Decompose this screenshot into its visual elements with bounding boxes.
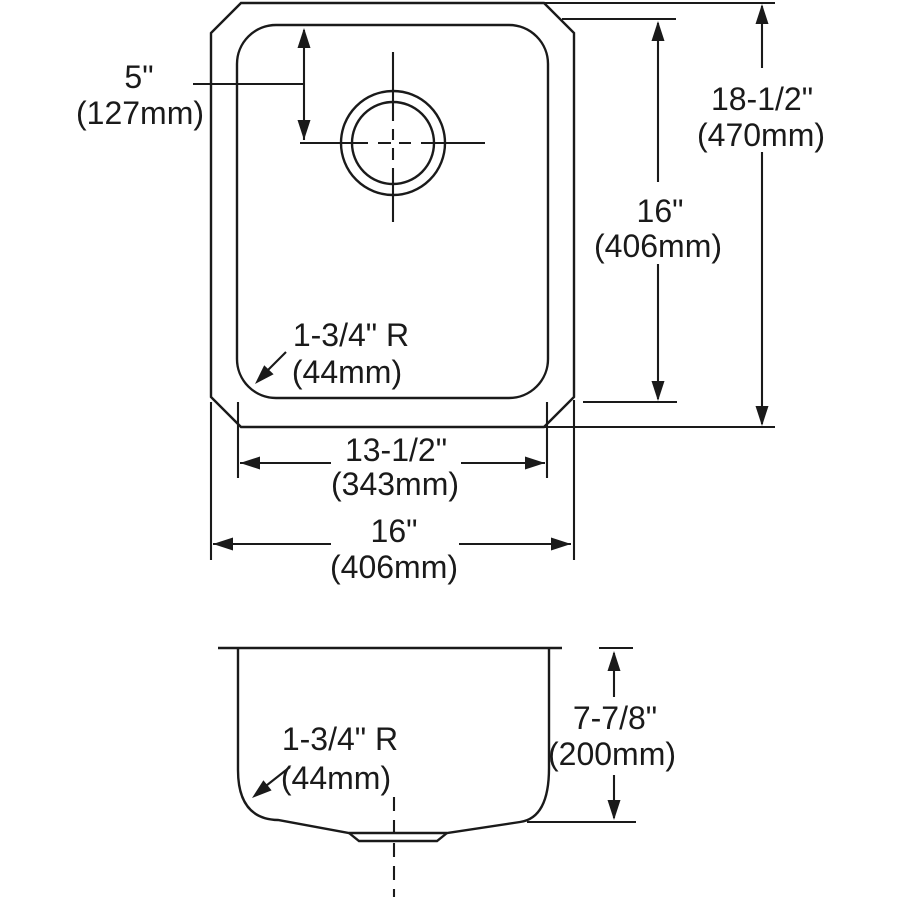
arrowhead-left-icon xyxy=(213,537,233,551)
section-radius-label: 1-3/4" R xyxy=(282,721,398,757)
arrowhead-down-icon xyxy=(607,800,621,820)
dim-bowl-width: 13-1/2" (343mm) xyxy=(240,432,545,502)
dim-bowl-front-to-back: 16" (406mm) xyxy=(594,21,722,401)
overall-fb-inches-label: 18-1/2" xyxy=(711,81,813,117)
bowl-profile xyxy=(236,648,551,835)
arrowhead-down-icon xyxy=(651,381,665,401)
section-radius-mm-label: (44mm) xyxy=(281,760,391,796)
bowl-fb-inches-label: 16" xyxy=(637,193,684,229)
drain-offset-mm-label: (127mm) xyxy=(76,95,204,131)
bowl-fb-mm-label: (406mm) xyxy=(594,228,722,264)
dim-bowl-depth: 7-7/8" (200mm) xyxy=(527,646,676,824)
arrowhead-up-icon xyxy=(755,4,769,24)
arrowhead-right-icon xyxy=(525,456,545,470)
plan-radius-label: 1-3/4" R xyxy=(293,317,409,353)
dim-overall-width: 16" (406mm) xyxy=(213,513,571,585)
arrowhead-down-left-icon xyxy=(255,365,274,384)
arrowhead-up-icon xyxy=(607,651,621,671)
bowl-width-inches-label: 13-1/2" xyxy=(345,432,447,468)
dim-overall-front-to-back: 18-1/2" (470mm) xyxy=(697,4,825,426)
arrowhead-down-left-icon xyxy=(252,780,272,798)
arrowhead-down-icon xyxy=(297,120,311,140)
callout-section-corner-radius: 1-3/4" R (44mm) xyxy=(252,721,398,798)
arrowhead-left-icon xyxy=(240,456,260,470)
overall-width-mm-label: (406mm) xyxy=(330,549,458,585)
drain-offset-inches-label: 5" xyxy=(124,59,153,95)
bowl-depth-inches-label: 7-7/8" xyxy=(573,700,657,736)
section-view: 1-3/4" R (44mm) 7-7/8" (200mm) xyxy=(218,646,676,897)
drain-flange xyxy=(348,832,448,843)
arrowhead-right-icon xyxy=(551,537,571,551)
bowl-depth-mm-label: (200mm) xyxy=(548,736,676,772)
arrowhead-up-icon xyxy=(651,21,665,41)
dim-drain-offset: 5" (127mm) xyxy=(76,28,311,140)
bowl-width-mm-label: (343mm) xyxy=(331,466,459,502)
arrowhead-up-icon xyxy=(297,28,311,48)
overall-width-inches-label: 16" xyxy=(371,513,418,549)
callout-plan-corner-radius: 1-3/4" R (44mm) xyxy=(255,317,409,390)
plan-view: 5" (127mm) 16" (406mm) 18-1/2" (470mm) xyxy=(76,1,825,585)
plan-radius-mm-label: (44mm) xyxy=(292,354,402,390)
arrowhead-down-icon xyxy=(755,406,769,426)
overall-fb-mm-label: (470mm) xyxy=(697,117,825,153)
bowl-outline xyxy=(235,23,550,400)
